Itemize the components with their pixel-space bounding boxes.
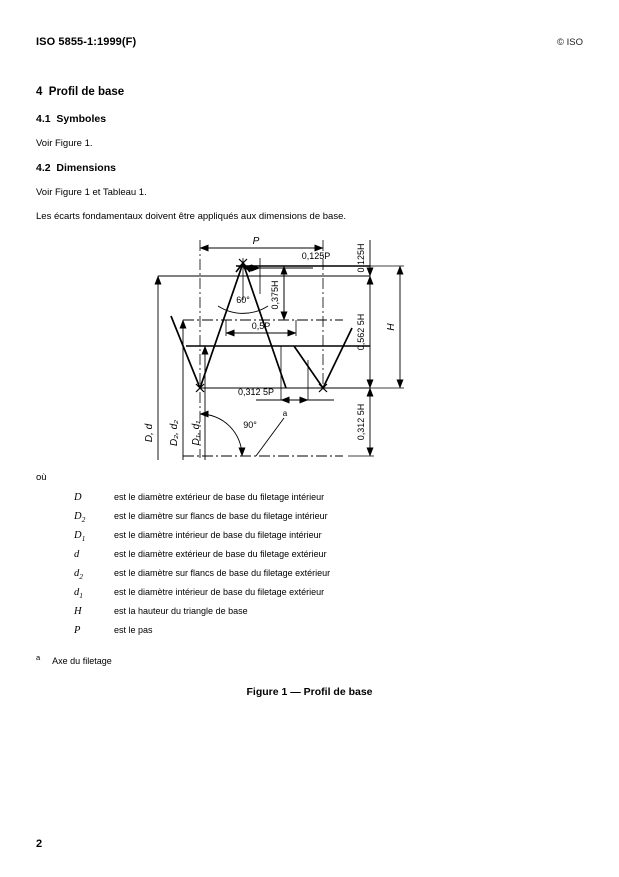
legend-definition: est le diamètre sur flancs de base du fi… bbox=[114, 568, 331, 578]
paragraph-voir-figure-tableau: Voir Figure 1 et Tableau 1. bbox=[36, 187, 147, 198]
legend-symbol: d2 bbox=[74, 568, 83, 582]
dimtext-root-flat-pitch: 0,312 5P bbox=[238, 387, 274, 397]
legend-item: d2 est le diamètre sur flancs de base du… bbox=[36, 564, 496, 583]
dimtext-minor-diameter: D₁, d₁ bbox=[191, 421, 202, 446]
profile-flank-left-partial bbox=[170, 315, 201, 389]
clause-heading-4-1: 4.1 Symboles bbox=[36, 113, 107, 125]
clause-heading-4: 4 Profil de base bbox=[36, 86, 125, 98]
legend-item: H est la hauteur du triangle de base bbox=[36, 602, 496, 621]
legend-definition: est le diamètre sur flancs de base du fi… bbox=[114, 511, 328, 521]
dimtext-half-pitch: 0,5P bbox=[252, 321, 271, 331]
dimtext-crest-height: 0,125H bbox=[356, 243, 366, 272]
figure-footnote: a Axe du filetage bbox=[36, 653, 112, 666]
legend-symbol: D bbox=[74, 492, 82, 503]
dimtext-flank-height: 0,375H bbox=[270, 280, 280, 309]
legend-item: d1 est le diamètre intérieur de base du … bbox=[36, 583, 496, 602]
legend-symbol: d bbox=[74, 549, 80, 560]
standard-identifier: ISO 5855-1:1999(F) bbox=[36, 36, 137, 48]
paragraph-voir-figure-1: Voir Figure 1. bbox=[36, 138, 93, 149]
paragraph-ecarts-fondamentaux: Les écarts fondamentaux doivent être app… bbox=[36, 211, 347, 222]
legend-definition: est le diamètre extérieur de base du fil… bbox=[114, 492, 325, 502]
legend-item: D est le diamètre extérieur de base du f… bbox=[36, 488, 496, 507]
legend-symbol: P bbox=[74, 625, 81, 636]
footnote-text: Axe du filetage bbox=[52, 656, 112, 666]
page-number: 2 bbox=[36, 838, 43, 850]
arc-axis-angle bbox=[199, 410, 246, 457]
figure-caption: Figure 1 — Profil de base bbox=[246, 686, 373, 698]
legend-symbol: H bbox=[74, 606, 82, 617]
legend-definition: est le pas bbox=[114, 625, 153, 635]
footnote-marker: a bbox=[36, 653, 41, 662]
arc-flank-angle bbox=[217, 305, 269, 314]
legend-definition: est le diamètre extérieur de base du fil… bbox=[114, 549, 327, 559]
legend-item: D2 est le diamètre sur flancs de base du… bbox=[36, 507, 496, 526]
copyright-notice: © ISO bbox=[556, 37, 583, 48]
dimtext-axis-angle: 90° bbox=[243, 420, 257, 430]
dimtext-thread-height: 0,562 5H bbox=[356, 314, 366, 351]
dimtext-eighth-pitch: 0,125P bbox=[302, 251, 331, 261]
footnote-marker-a-in-figure: a bbox=[283, 409, 288, 418]
legend-symbol: D2 bbox=[74, 511, 86, 525]
symbol-legend-list: D est le diamètre extérieur de base du f… bbox=[36, 488, 496, 640]
legend-definition: est la hauteur du triangle de base bbox=[114, 606, 248, 616]
dimtext-pitch-diameter: D₂, d₂ bbox=[169, 420, 180, 446]
legend-symbol: d1 bbox=[74, 587, 83, 601]
dimtext-root-height: 0,312 5H bbox=[356, 404, 366, 441]
legend-symbol: D1 bbox=[74, 530, 86, 544]
legend-item: d est le diamètre extérieur de base du f… bbox=[36, 545, 496, 564]
legend-intro-ou: où bbox=[36, 472, 47, 483]
thread-profile-diagram: P 0,125P 0,5P 0,312 5P 60° 90° 0,125H 0,… bbox=[144, 236, 404, 460]
page-header: ISO 5855-1:1999(F) © ISO bbox=[36, 36, 583, 52]
legend-definition: est le diamètre intérieur de base du fil… bbox=[114, 530, 322, 540]
legend-item: P est le pas bbox=[36, 621, 496, 640]
root-intersection-marks bbox=[195, 383, 328, 393]
legend-item: D1 est le diamètre intérieur de base du … bbox=[36, 526, 496, 545]
legend-definition: est le diamètre intérieur de base du fil… bbox=[114, 587, 325, 597]
dimtext-pitch: P bbox=[253, 236, 260, 247]
dimtext-flank-angle: 60° bbox=[236, 295, 250, 305]
dimtext-triangle-height: H bbox=[386, 323, 397, 331]
dimtext-major-diameter: D, d bbox=[144, 423, 155, 442]
clause-heading-4-2: 4.2 Dimensions bbox=[36, 162, 116, 174]
figure-1-base-profile-drawing: P 0,125P 0,5P 0,312 5P 60° 90° 0,125H 0,… bbox=[138, 228, 478, 473]
leader-footnote-a bbox=[255, 417, 285, 457]
